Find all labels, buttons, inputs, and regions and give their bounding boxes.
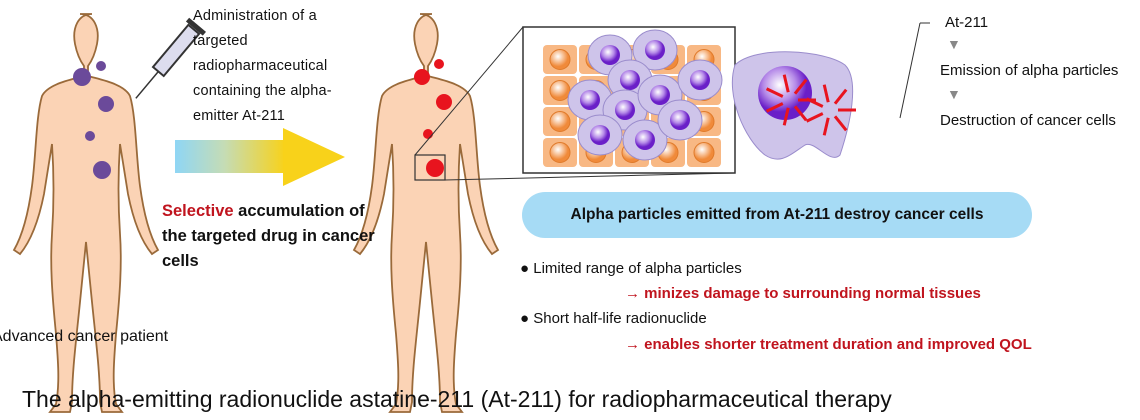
alpha-particle-ray: [822, 84, 830, 103]
alpha-particle-ray: [782, 107, 790, 126]
cancer-cell-closeup: [731, 51, 856, 160]
destruction-label: Destruction of cancer cells: [940, 112, 1116, 129]
normal-cell-nucleus: [549, 80, 571, 101]
figure-caption: The alpha-emitting radionuclide astatine…: [22, 386, 892, 412]
alpha-particle-ray: [793, 78, 808, 95]
alpha-particle-ray: [765, 87, 784, 98]
cancer-cell-nucleus: [670, 110, 690, 130]
alpha-particle-ray: [833, 88, 848, 105]
gradient-arrow: [175, 140, 285, 173]
down-arrow-icon: ▼: [947, 36, 961, 52]
cancer-cell-nucleus: [580, 90, 600, 110]
selective-label: Selective: [162, 202, 234, 220]
alpha-particle-ray: [782, 74, 790, 93]
bullet-result: → enables shorter treatment duration and…: [625, 336, 1032, 353]
cancer-cell-nucleus: [650, 85, 670, 105]
summary-banner: Alpha particles emitted from At-211 dest…: [522, 192, 1032, 238]
down-arrow-icon: ▼: [947, 86, 961, 102]
bullet-text: Limited range of alpha particles: [533, 260, 742, 277]
accumulation-text: Selective accumulation of the targeted d…: [162, 199, 382, 274]
cancer-cell-nucleus: [635, 130, 655, 150]
administration-text: Administration of a targeted radiopharma…: [193, 8, 332, 124]
alpha-particle-ray: [822, 117, 830, 136]
patient-after-figure: [353, 13, 499, 413]
cancer-cell-nucleus: [590, 125, 610, 145]
normal-cell-nucleus: [693, 142, 715, 163]
patient-before-figure: [13, 13, 159, 413]
tissue-inset: [522, 26, 736, 174]
tumor-markers-after: [414, 59, 452, 177]
cancer-cell-nucleus: [600, 45, 620, 65]
bullet-result: → minizes damage to surrounding normal t…: [625, 285, 981, 302]
accumulation-description: accumulation of the targeted drug in can…: [162, 202, 375, 270]
isotope-label: At-211: [945, 14, 989, 31]
bullet-item: ● Short half-life radionuclide: [520, 310, 707, 327]
cancer-cell-nucleus: [620, 70, 640, 90]
alpha-particle-ray: [833, 115, 848, 132]
emission-label: Emission of alpha particles: [940, 62, 1119, 79]
syringe-icon: [135, 17, 206, 99]
patient-label: Advanced cancer patient: [0, 328, 169, 345]
cancer-cell-nucleus: [615, 100, 635, 120]
cancer-cell-nucleus: [690, 70, 710, 90]
normal-cell-nucleus: [549, 49, 571, 70]
bullet-text: Short half-life radionuclide: [533, 310, 707, 327]
bullet-item: ● Limited range of alpha particles: [520, 260, 742, 277]
normal-cell-nucleus: [549, 111, 571, 132]
normal-cell-nucleus: [549, 142, 571, 163]
cancer-cell-nucleus: [645, 40, 665, 60]
alpha-particle-ray: [805, 97, 824, 108]
tumor-markers-before: [73, 61, 114, 179]
alpha-particle-ray: [793, 105, 808, 122]
alpha-particle-ray: [805, 112, 824, 123]
alpha-particle-ray: [765, 102, 784, 113]
